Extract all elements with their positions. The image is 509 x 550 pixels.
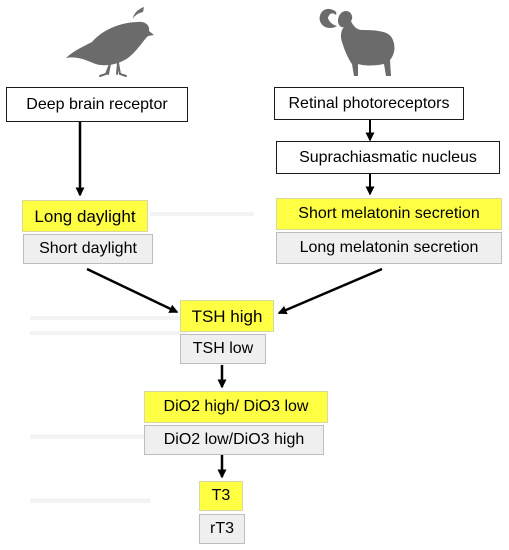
background-ghost-text: ▬▬▬▬▬▬▬▬▬ [30,426,165,443]
long-melatonin-box: Long melatonin secretion [276,232,502,264]
short-melatonin-box: Short melatonin secretion [276,198,502,230]
long-daylight-box: Long daylight [22,200,148,232]
tsh-low-box: TSH low [180,334,266,364]
background-ghost-text: ▬▬▬▬▬▬▬▬▬▬▬▬ [30,323,186,338]
background-ghost-text: ▬▬▬▬▬▬▬▬ [150,204,254,219]
ram-silhouette [319,8,395,76]
background-ghost-text: ▬▬▬▬▬▬▬▬ [30,490,150,507]
dio2-low-box: DiO2 low/DiO3 high [144,425,324,455]
dio2-high-box: DiO2 high/ DiO3 low [144,391,328,423]
background-ghost-text: ▬▬▬▬▬▬▬▬▬▬▬▬ [30,308,186,323]
tsh-high-box: TSH high [180,300,274,332]
short-daylight-box: Short daylight [23,234,153,264]
arrow-melatonin-to-tsh [277,267,383,315]
suprachiasmatic-nucleus-box: Suprachiasmatic nucleus [276,141,500,174]
t3-box: T3 [199,481,243,511]
quail-silhouette [66,7,154,77]
rt3-box: rT3 [199,514,245,544]
deep-brain-receptor-box: Deep brain receptor [6,87,188,122]
retinal-photoreceptors-box: Retinal photoreceptors [274,87,464,120]
arrow-daylight-to-tsh [86,267,179,314]
